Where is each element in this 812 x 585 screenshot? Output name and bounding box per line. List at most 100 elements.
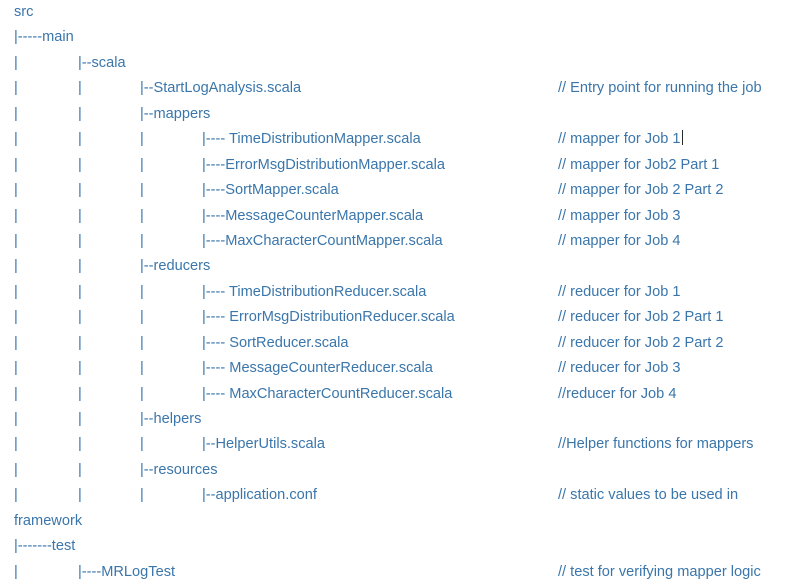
tree-node-label: |--helpers <box>140 411 202 427</box>
tree-guide-pipe: | <box>78 232 82 249</box>
tree-node-label: |--StartLogAnalysis.scala <box>140 80 302 97</box>
tree-comment: // mapper for Job 3 <box>558 204 681 229</box>
tree-node-label: |-----main <box>14 29 74 46</box>
tree-comment-text: // Entry point for running the job <box>558 80 762 97</box>
tree-guide-pipe: | <box>140 207 144 224</box>
tree-comment-text: // reducer for Job 2 Part 2 <box>558 334 724 351</box>
tree-node-label: |---- MessageCounterReducer.scala <box>202 360 433 377</box>
tree-node-label: |--scala <box>78 54 126 71</box>
tree-line[interactable]: |||--reducers <box>0 254 812 279</box>
tree-comment-text: // mapper for Job 3 <box>558 207 681 224</box>
tree-guide-pipe: | <box>14 258 18 275</box>
tree-comment: // reducer for Job 2 Part 2 <box>558 331 723 356</box>
tree-line[interactable]: | | |--StartLogAnalysis.scala // Entry poin… <box>0 76 812 101</box>
tree-line[interactable]: ||||---- MessageCounterReducer.scala// r… <box>0 356 812 381</box>
tree-line[interactable]: | | | |---- TimeDistributionMapper.scala // … <box>0 127 812 152</box>
tree-guide-pipe: | <box>14 80 18 97</box>
tree-comment: //reducer for Job 4 <box>558 382 676 407</box>
tree-line[interactable]: ||||----MessageCounterMapper.scala// map… <box>0 204 812 229</box>
tree-line[interactable]: |-------test <box>0 534 812 559</box>
tree-comment-text: //reducer for Job 4 <box>558 385 677 402</box>
tree-guide-pipe: | <box>78 131 82 148</box>
tree-comment-text: // mapper for Job2 Part 1 <box>558 156 720 173</box>
tree-guide-pipe: | <box>14 156 18 173</box>
tree-line[interactable]: ||||--application.conf// static values t… <box>0 483 812 508</box>
tree-guide-pipe: | <box>78 461 82 478</box>
tree-node-label: |----MRLogTest <box>78 563 176 580</box>
tree-guide-pipe: | <box>14 131 18 148</box>
tree-guide-pipe: | <box>78 156 82 173</box>
tree-guide-pipe: | <box>14 360 18 377</box>
tree-guide-pipe: | <box>14 309 18 326</box>
tree-comment: // mapper for Job 4 <box>558 229 681 254</box>
tree-guide-pipe: | <box>14 232 18 249</box>
tree-line[interactable]: ||||--HelperUtils.scala//Helper function… <box>0 432 812 457</box>
tree-guide-pipe: | <box>78 80 82 97</box>
tree-node-label: |----SortMapper.scala <box>202 182 339 199</box>
tree-node-label: |--application.conf <box>202 487 317 504</box>
tree-comment-text: // reducer for Job 2 Part 1 <box>558 309 724 326</box>
tree-guide-pipe: | <box>78 360 82 377</box>
tree-comment: // mapper for Job 2 Part 2 <box>558 178 723 203</box>
tree-guide-pipe: | <box>14 411 18 427</box>
tree-guide-pipe: | <box>14 385 18 402</box>
tree-node-label: |---- ErrorMsgDistributionReducer.scala <box>202 309 455 326</box>
tree-line[interactable]: ||||----ErrorMsgDistributionMapper.scala… <box>0 153 812 178</box>
tree-node-label: |---- TimeDistributionMapper.scala <box>202 131 421 148</box>
tree-guide-pipe: | <box>14 182 18 199</box>
tree-guide-pipe: | <box>78 436 82 453</box>
tree-guide-pipe: | <box>140 131 144 148</box>
tree-comment: // Entry point for running the job <box>558 76 762 101</box>
tree-node-label: |-------test <box>14 538 76 555</box>
tree-line[interactable]: src <box>0 0 812 25</box>
tree-node-label: |----MaxCharacterCountMapper.scala <box>202 232 443 249</box>
tree-node-label: |---- TimeDistributionReducer.scala <box>202 283 427 300</box>
tree-comment-text: // static values to be used in <box>558 487 739 504</box>
tree-line[interactable]: | |----MRLogTest // test for verifying map… <box>0 560 812 585</box>
tree-node-label: src <box>14 4 34 20</box>
tree-line[interactable]: |||--mappers <box>0 102 812 127</box>
tree-guide-pipe: | <box>14 461 18 478</box>
tree-comment: //Helper functions for mappers <box>558 432 753 457</box>
tree-guide-pipe: | <box>140 283 144 300</box>
tree-line[interactable]: ||||---- ErrorMsgDistributionReducer.sca… <box>0 305 812 330</box>
text-caret <box>681 130 683 146</box>
tree-node-label: |---- SortReducer.scala <box>202 334 349 351</box>
tree-guide-pipe: | <box>14 54 18 71</box>
tree-guide-pipe: | <box>78 487 82 504</box>
tree-node-label: |----MessageCounterMapper.scala <box>202 207 424 224</box>
tree-line[interactable]: |||--resources <box>0 458 812 483</box>
tree-comment: // mapper for Job2 Part 1 <box>558 153 719 178</box>
tree-line[interactable]: ||||----MaxCharacterCountMapper.scala// … <box>0 229 812 254</box>
tree-comment: // static values to be used in <box>558 483 738 508</box>
tree-line[interactable]: framework <box>0 509 812 534</box>
tree-line[interactable]: ||||---- SortReducer.scala// reducer for… <box>0 331 812 356</box>
tree-guide-pipe: | <box>78 182 82 199</box>
tree-comment-text: // mapper for Job 4 <box>558 232 681 249</box>
tree-node-label: |---- MaxCharacterCountReducer.scala <box>202 385 453 402</box>
tree-line[interactable]: | |--scala <box>0 51 812 76</box>
tree-guide-pipe: | <box>14 283 18 300</box>
tree-comment: // reducer for Job 1 <box>558 280 681 305</box>
tree-guide-pipe: | <box>78 334 82 351</box>
tree-comment-text: // test for verifying mapper logic <box>558 563 761 580</box>
tree-comment-text: // mapper for Job 1 <box>558 131 681 148</box>
tree-line[interactable]: |-----main <box>0 25 812 50</box>
tree-guide-pipe: | <box>140 182 144 199</box>
tree-guide-pipe: | <box>14 563 18 580</box>
tree-line[interactable]: | | | |----SortMapper.scala // mapper for Jo… <box>0 178 812 203</box>
tree-comment: // reducer for Job 2 Part 1 <box>558 305 723 330</box>
tree-comment-text: // mapper for Job 2 Part 2 <box>558 182 724 199</box>
tree-node-label: |--reducers <box>140 258 211 275</box>
tree-guide-pipe: | <box>14 487 18 504</box>
tree-node-label: framework <box>14 512 83 529</box>
tree-line[interactable]: |||--helpers <box>0 407 812 432</box>
tree-guide-pipe: | <box>140 309 144 326</box>
tree-guide-pipe: | <box>78 385 82 402</box>
tree-comment: // test for verifying mapper logic <box>558 560 761 585</box>
tree-line[interactable]: ||||---- MaxCharacterCountReducer.scala/… <box>0 382 812 407</box>
tree-guide-pipe: | <box>14 207 18 224</box>
tree-node-label: |--mappers <box>140 105 211 122</box>
tree-line[interactable]: ||||---- TimeDistributionReducer.scala//… <box>0 280 812 305</box>
